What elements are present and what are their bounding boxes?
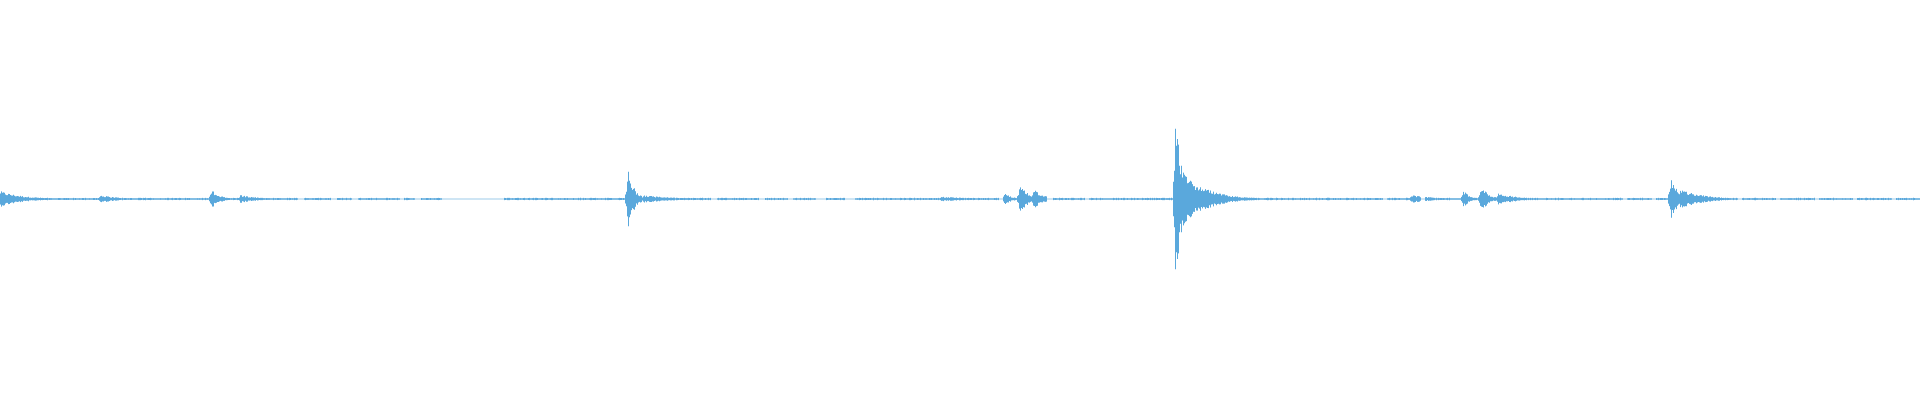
- waveform-path: [0, 128, 1920, 270]
- waveform-bars: [0, 128, 1920, 270]
